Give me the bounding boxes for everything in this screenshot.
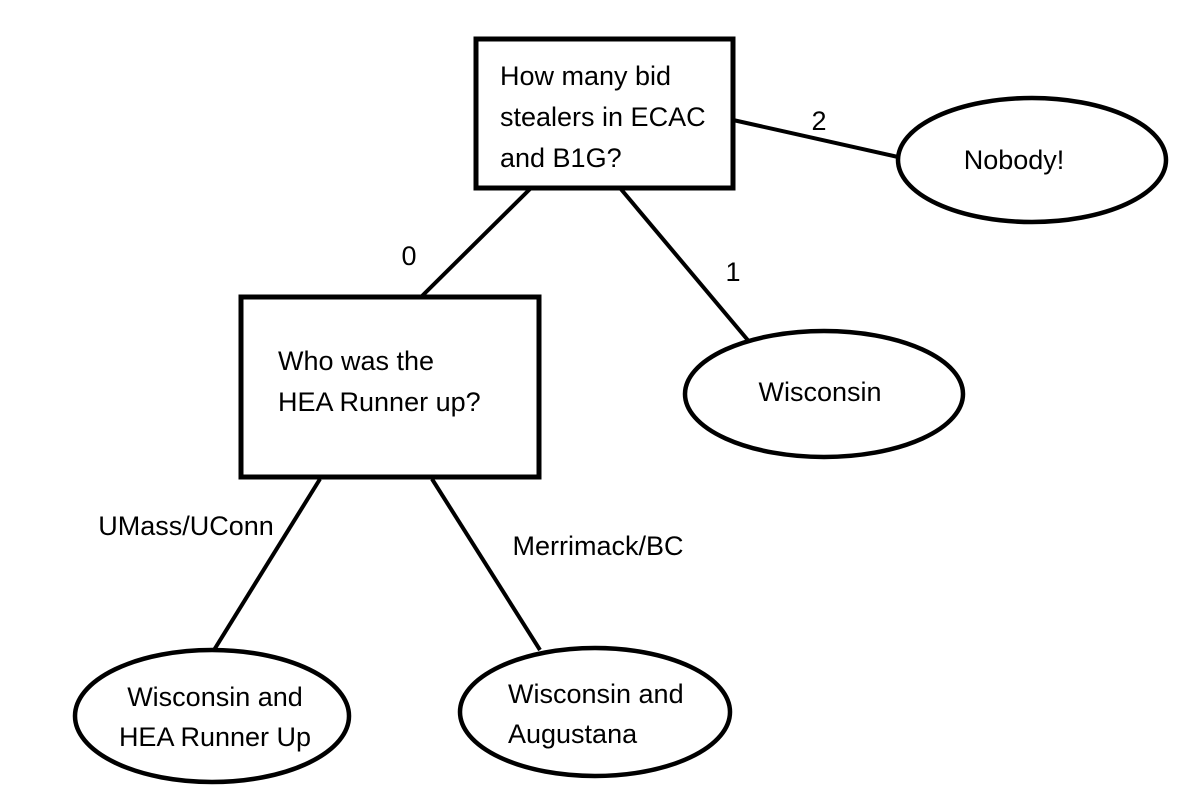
edge-line-2 <box>732 118 899 159</box>
root-box-shape <box>473 36 736 191</box>
edge-line-0 <box>417 186 533 301</box>
root-text-line-1: How many bid <box>500 61 671 91</box>
wisconsin-hea-runner-up-ellipse-shape <box>72 647 352 785</box>
hea-question-box-shape <box>238 294 542 480</box>
edge-label-group: 0 1 2 UMass/UConn Merrimack/BC <box>98 106 826 561</box>
nobody-ellipse-shape <box>895 95 1169 225</box>
wisconsin-augustana-text-line-2: Augustana <box>508 719 638 749</box>
edge-label-0: 0 <box>401 241 416 271</box>
wisconsin-hea-runner-up-text-line-1: Wisconsin and <box>127 682 303 712</box>
edge-label-merrimack-bc: Merrimack/BC <box>512 531 683 561</box>
edge-line-umass-uconn <box>212 477 322 652</box>
hea-question-text-line-1: Who was the <box>278 346 434 376</box>
node-wisconsin-augustana[interactable]: Wisconsin and Augustana <box>457 645 733 779</box>
root-text-line-3: and B1G? <box>500 143 622 173</box>
edge-label-2: 2 <box>811 106 826 136</box>
wisconsin-hea-runner-up-text-line-2: HEA Runner Up <box>119 722 311 752</box>
edge-group <box>212 118 899 652</box>
nobody-text: Nobody! <box>964 145 1065 175</box>
node-wisconsin-hea-runner-up[interactable]: Wisconsin and HEA Runner Up <box>72 647 352 785</box>
edge-label-1: 1 <box>725 257 740 287</box>
wisconsin-augustana-text-line-1: Wisconsin and <box>508 679 684 709</box>
node-root[interactable]: How many bid stealers in ECAC and B1G? <box>473 36 736 191</box>
edge-label-umass-uconn: UMass/UConn <box>98 511 274 541</box>
wisconsin-augustana-ellipse-shape <box>457 645 733 779</box>
hea-question-text-line-2: HEA Runner up? <box>278 387 481 417</box>
node-nobody[interactable]: Nobody! <box>895 95 1169 225</box>
wisconsin-ellipse-shape <box>682 328 966 460</box>
root-text-line-2: stealers in ECAC <box>500 102 706 132</box>
wisconsin-text: Wisconsin <box>758 377 881 407</box>
node-wisconsin[interactable]: Wisconsin <box>682 328 966 460</box>
edge-line-1 <box>618 186 764 359</box>
edge-line-merrimack-bc <box>430 477 542 652</box>
node-hea-question[interactable]: Who was the HEA Runner up? <box>238 294 542 480</box>
